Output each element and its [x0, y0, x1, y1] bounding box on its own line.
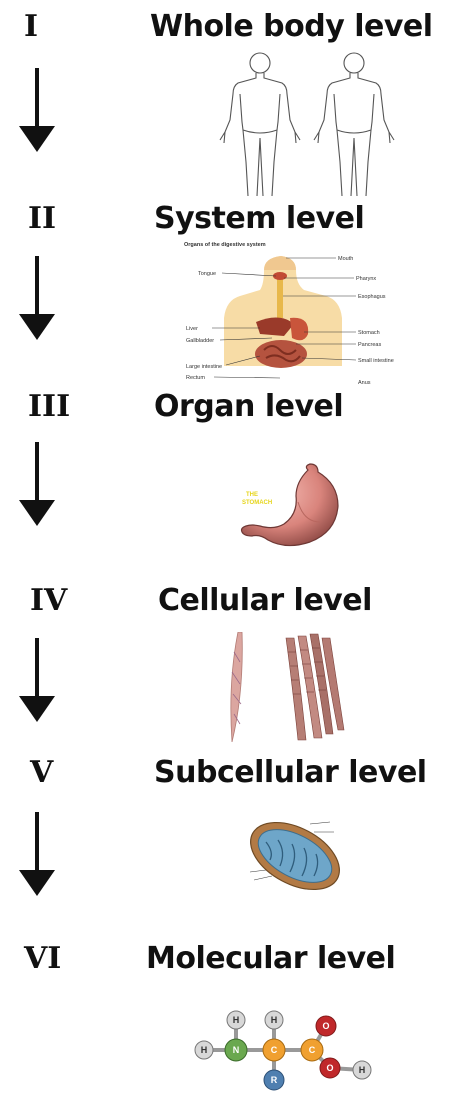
down-arrow-icon	[17, 812, 57, 896]
down-arrow-icon	[17, 442, 57, 526]
level-5-numeral: V	[30, 758, 53, 788]
svg-text:Pharynx: Pharynx	[356, 276, 376, 282]
down-arrow-icon	[17, 638, 57, 722]
svg-text:Pancreas: Pancreas	[358, 342, 381, 348]
svg-text:Large intestine: Large intestine	[186, 364, 222, 370]
svg-text:Liver: Liver	[186, 326, 198, 332]
down-arrow-icon	[17, 256, 57, 340]
svg-text:R: R	[271, 1075, 278, 1085]
stomach-icon: THE STOMACH	[238, 462, 350, 552]
svg-text:O: O	[326, 1063, 333, 1073]
svg-text:H: H	[359, 1065, 366, 1075]
level-1-title: Whole body level	[150, 12, 433, 42]
svg-text:O: O	[322, 1021, 329, 1031]
svg-text:Rectum: Rectum	[186, 375, 205, 381]
down-arrow-icon	[17, 68, 57, 152]
level-3-numeral: III	[28, 392, 70, 422]
svg-text:Esophagus: Esophagus	[358, 294, 386, 300]
amino-acid-molecule-icon: H H H N C C O O H R	[190, 1010, 376, 1092]
level-6-title: Molecular level	[146, 944, 395, 974]
mitochondrion-icon	[240, 814, 350, 898]
muscle-cells-icon	[220, 632, 346, 742]
svg-text:STOMACH: STOMACH	[242, 500, 272, 506]
svg-text:N: N	[233, 1045, 240, 1055]
svg-text:H: H	[271, 1015, 278, 1025]
svg-text:C: C	[309, 1045, 316, 1055]
svg-text:Small intestine: Small intestine	[358, 358, 394, 364]
digestive-system-diagram-icon: Organs of the digestive system Tongue Li…	[176, 238, 410, 392]
level-6-numeral: VI	[24, 944, 61, 974]
svg-text:Mouth: Mouth	[338, 256, 353, 262]
svg-text:THE: THE	[246, 492, 258, 498]
level-4-numeral: IV	[30, 586, 67, 616]
svg-text:Anus: Anus	[358, 380, 371, 386]
svg-text:C: C	[271, 1045, 278, 1055]
svg-text:Tongue: Tongue	[198, 271, 216, 277]
level-2-title: System level	[154, 204, 364, 234]
svg-text:Stomach: Stomach	[358, 330, 380, 336]
svg-text:H: H	[201, 1045, 208, 1055]
human-body-outline-icon	[212, 50, 404, 198]
level-4-title: Cellular level	[158, 586, 372, 616]
level-1-numeral: I	[24, 12, 38, 42]
svg-text:Gallbladder: Gallbladder	[186, 338, 214, 344]
svg-text:H: H	[233, 1015, 240, 1025]
level-2-numeral: II	[28, 204, 56, 234]
level-5-title: Subcellular level	[154, 758, 427, 788]
level-3-title: Organ level	[154, 392, 343, 422]
system-diagram-heading: Organs of the digestive system	[184, 242, 266, 248]
